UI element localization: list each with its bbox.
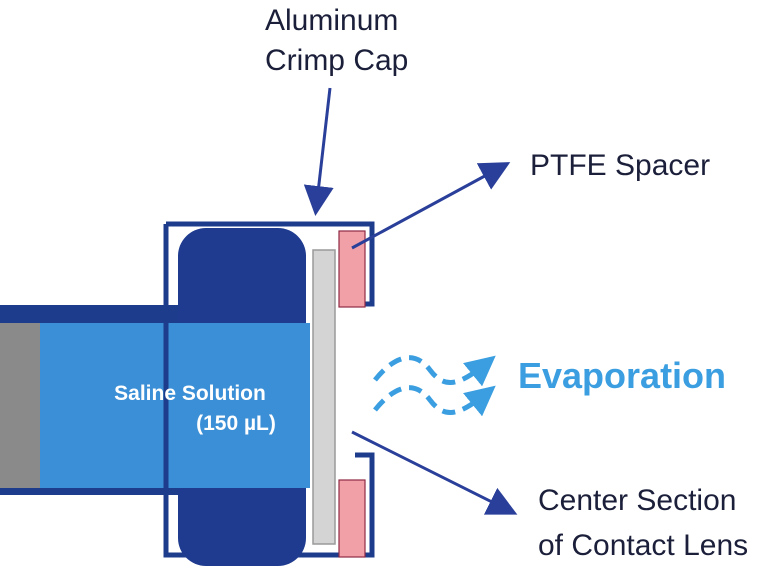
saline-solution-inner	[178, 323, 308, 488]
saline-solution-label-line1: Saline Solution	[114, 382, 266, 405]
evaporation-label: Evaporation	[518, 355, 726, 396]
lens-arrow	[351, 430, 518, 515]
saline-solution-label-line2: (150 µL)	[196, 412, 276, 435]
ptfe-spacer-bottom	[338, 479, 366, 558]
contact-lens-label-line2: of Contact Lens	[538, 529, 748, 562]
evaporation-arrow-2	[373, 385, 496, 417]
ptfe-spacer-label: PTFE Spacer	[530, 149, 710, 182]
evaporation-arrow-1	[373, 355, 496, 387]
contact-lens	[312, 249, 336, 545]
contact-lens-label-line1: Center Section	[538, 484, 736, 517]
spacer-arrow	[351, 162, 511, 250]
crimp-cap-arrow	[303, 87, 334, 216]
vial-end	[0, 323, 40, 488]
crimp-cap-label-line1: Aluminum	[265, 4, 398, 37]
crimp-cap-label-line2: Crimp Cap	[265, 44, 408, 77]
